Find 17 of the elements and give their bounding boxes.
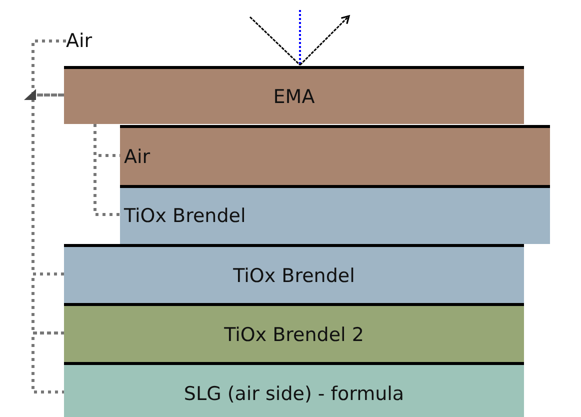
layer-name: TiOx Brendel 2	[224, 324, 364, 346]
layer-bar	[64, 244, 524, 304]
tree-line	[32, 40, 66, 96]
layer-bar	[64, 303, 524, 363]
layer-name: SLG (air side) - formula	[184, 382, 404, 404]
layer-name: TiOx Brendel	[233, 264, 355, 286]
layer-bar	[64, 362, 524, 417]
layer-name: EMA	[273, 86, 315, 108]
layer-name: Air	[124, 146, 150, 168]
layer-bar	[64, 66, 524, 124]
layer-bar	[120, 185, 550, 244]
layer-bar	[120, 125, 550, 186]
layer-label: Air	[66, 30, 92, 52]
tree-line	[32, 272, 64, 334]
tree-line	[32, 332, 64, 394]
tree-line	[94, 124, 120, 216]
layer-name: TiOx Brendel	[124, 205, 246, 227]
